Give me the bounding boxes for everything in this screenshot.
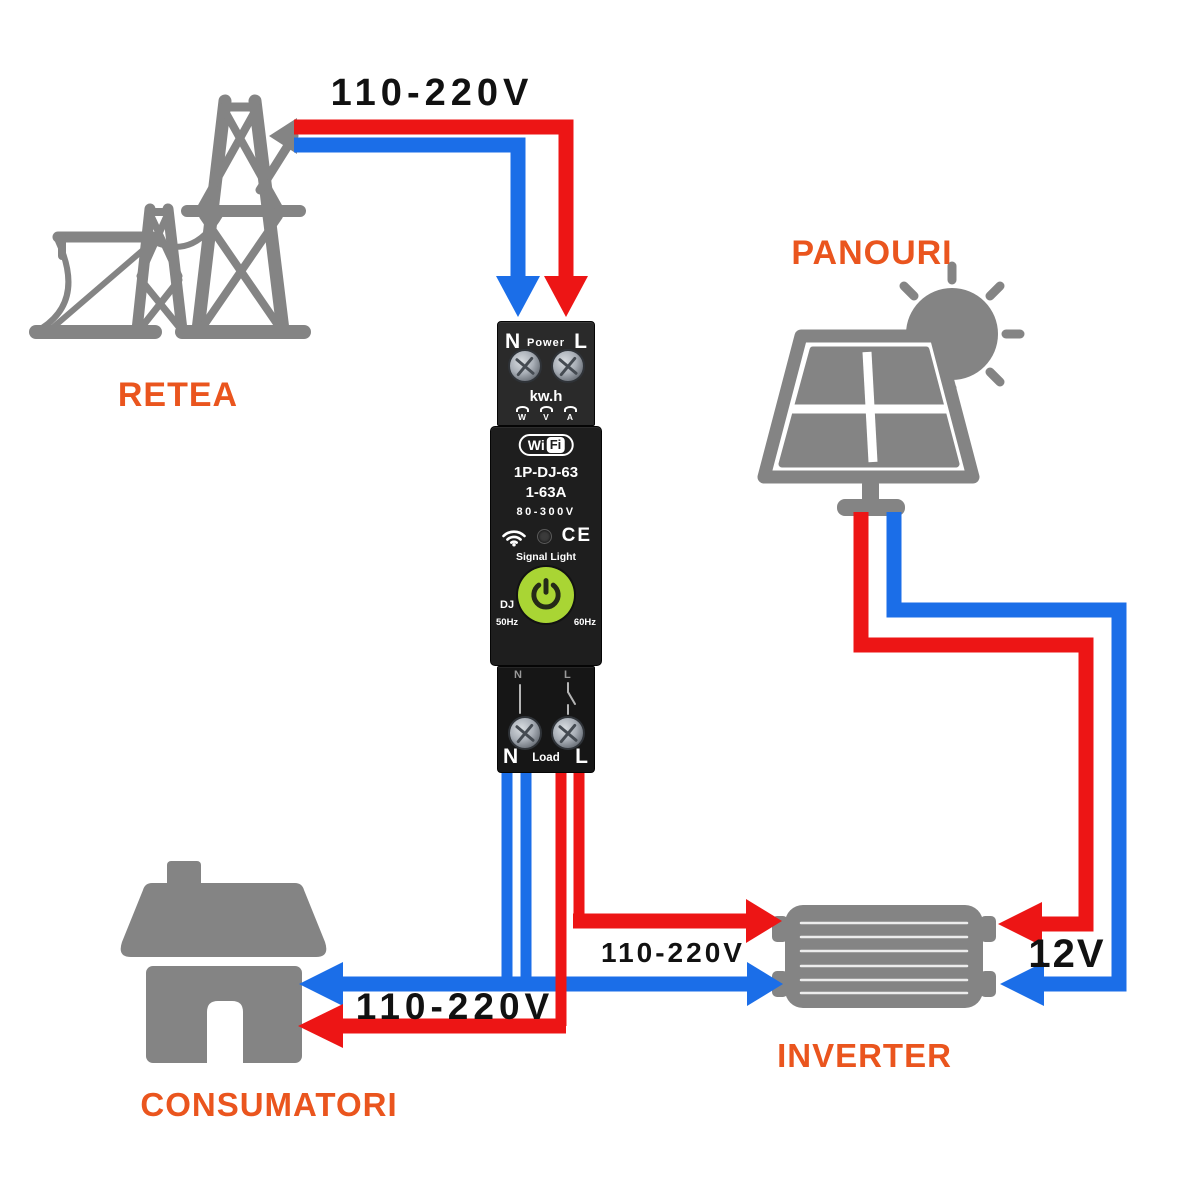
- model-number: 1P-DJ-63: [513, 464, 579, 481]
- inverter-live-wire: [573, 762, 782, 943]
- house-icon: [120, 861, 327, 1063]
- consumers-voltage-label: 110-220V: [355, 986, 555, 1027]
- frequency-max-label: 60Hz: [573, 617, 596, 628]
- arrow-down-live: [544, 276, 588, 317]
- consumers-label: CONSUMATORI: [140, 1086, 398, 1123]
- unit-arc-icon: [563, 406, 577, 412]
- inverter-dc-voltage-label: 12V: [1028, 932, 1106, 976]
- power-neutral-label: N: [505, 330, 521, 353]
- current-range: 1-63A: [525, 484, 567, 501]
- unit-volt: V: [543, 412, 549, 422]
- pylon-icon: [29, 94, 311, 339]
- arrow-into-house-neutral: [299, 962, 343, 1006]
- meter-body: Wi Fi 1P-DJ-63 1-63A 80-300V CE Signal L…: [490, 426, 602, 666]
- meter-load-terminals: N L N Load L: [497, 666, 595, 773]
- voltage-range: 80-300V: [516, 506, 576, 518]
- load-line-label: L: [575, 745, 588, 768]
- wifi-logo: Wi Fi: [518, 434, 574, 457]
- terminal-screw: [551, 716, 585, 750]
- load-neutral-label: N: [503, 745, 519, 768]
- load-side-title: Load: [532, 752, 560, 764]
- arrow-into-house-live: [298, 1004, 343, 1048]
- pv-positive-wire: [853, 512, 1094, 946]
- contact-line-mark: L: [564, 669, 571, 681]
- type-code-label: DJ: [500, 599, 515, 611]
- power-button: [518, 567, 574, 623]
- power-icon: [531, 578, 561, 610]
- arrow-dc-negative: [1000, 962, 1044, 1006]
- contact-symbols-icon: [519, 682, 576, 715]
- power-line-label: L: [574, 330, 587, 353]
- signal-light-label: Signal Light: [515, 551, 577, 563]
- unit-watt: W: [517, 412, 527, 422]
- grid-neutral-wire: [294, 137, 540, 317]
- arrow-dc-positive: [998, 902, 1042, 946]
- grid-label: RETEA: [117, 376, 239, 414]
- ac-neutral-bus-wire: [299, 762, 783, 1006]
- arrow-into-inverter-live: [746, 899, 782, 943]
- consumer-live-wire: [298, 762, 567, 1048]
- ce-mark: CE: [561, 525, 592, 546]
- grid-live-wire: [294, 119, 588, 317]
- terminal-screw: [508, 349, 542, 383]
- arrow-into-inverter-neutral: [747, 962, 783, 1006]
- wifi-signal-icon: [502, 530, 526, 547]
- smart-meter-device: N Power L kw.h W V A Wi Fi 1P-DJ-63 1-63…: [490, 318, 602, 776]
- display-units: W V A: [498, 406, 594, 422]
- terminal-screw: [508, 716, 542, 750]
- power-side-title: Power: [526, 337, 565, 349]
- unit-arc-icon: [515, 406, 529, 412]
- terminal-screw: [551, 349, 585, 383]
- unit-amp: A: [566, 412, 574, 422]
- inverter-label: INVERTER: [777, 1037, 952, 1074]
- unit-arc-icon: [539, 406, 553, 412]
- pv-negative-wire: [886, 512, 1127, 1006]
- grid-voltage-label: 110-220V: [330, 72, 534, 114]
- inverter-icon: [772, 905, 996, 1008]
- frequency-min-label: 50Hz: [496, 617, 519, 628]
- arrow-down-neutral: [496, 276, 540, 317]
- energy-unit-label: kw.h: [529, 388, 563, 405]
- inverter-ac-voltage-label: 110-220V: [601, 937, 745, 968]
- meter-power-terminals: N Power L kw.h W V A: [497, 321, 595, 426]
- signal-led: [537, 528, 553, 544]
- solar-panel-icon: [757, 329, 980, 516]
- panels-label: PANOURI: [791, 234, 953, 272]
- contact-neutral-mark: N: [514, 669, 522, 681]
